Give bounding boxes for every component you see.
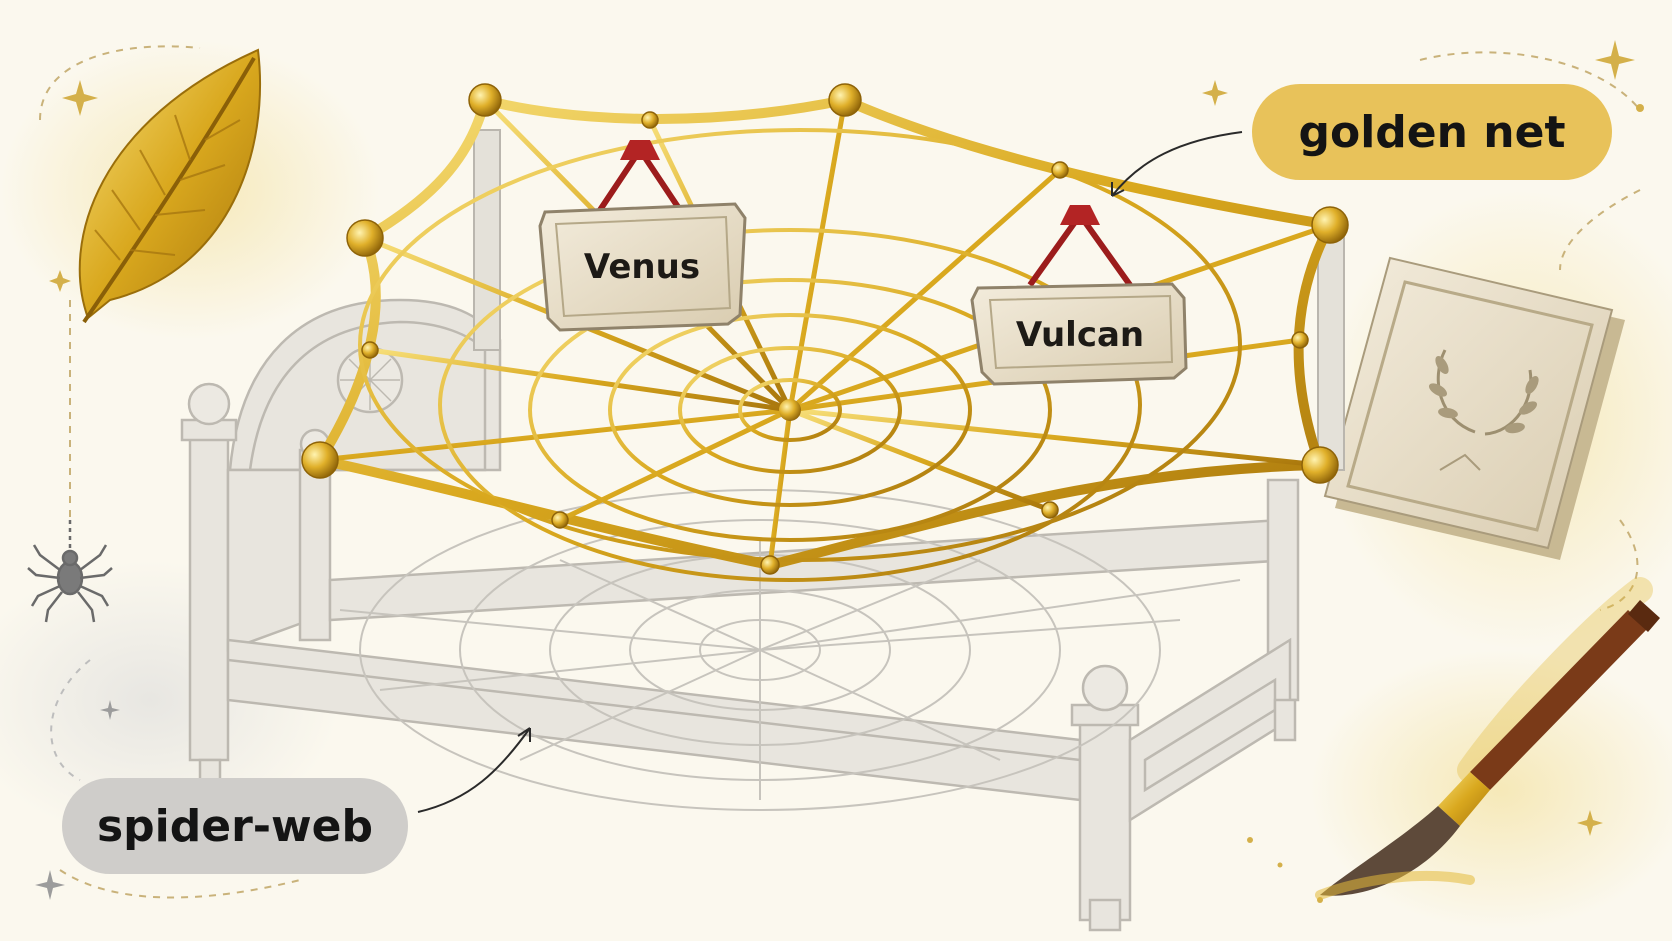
decor-dashes-grey	[50, 659, 91, 781]
sparkle-icon	[35, 700, 120, 900]
spider-web-label: spider-web	[62, 778, 408, 874]
plaque-vulcan: Vulcan	[970, 205, 1188, 386]
golden-net	[301, 83, 1349, 582]
golden-net-label: golden net	[1252, 84, 1612, 180]
golden-net-arrow	[1111, 131, 1243, 197]
stone-tablet-laurel-icon	[1323, 256, 1625, 560]
paintbrush-icon	[1315, 577, 1660, 900]
plaque-venus: Venus	[538, 140, 747, 332]
faded-spider-web	[339, 489, 1241, 811]
spider-icon	[27, 520, 113, 623]
plaque-venus-label: Venus	[584, 247, 700, 287]
gold-leaf-icon	[78, 48, 262, 324]
decor-dashes	[39, 45, 1641, 899]
stone-bed	[180, 298, 1300, 932]
plaque-vulcan-label: Vulcan	[1016, 315, 1144, 355]
spider-web-arrow	[417, 727, 531, 813]
sparkle-icon	[49, 40, 1644, 903]
